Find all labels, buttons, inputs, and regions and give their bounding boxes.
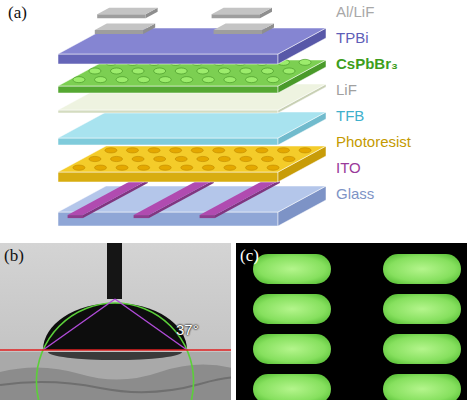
emitting-pixel	[253, 334, 331, 364]
pixel-well	[181, 165, 193, 170]
layer-label: TPBi	[336, 30, 369, 47]
pixel-well	[213, 148, 225, 153]
pixel-well	[73, 165, 85, 170]
perovskite-layer	[58, 59, 326, 93]
pixel-well	[132, 68, 144, 74]
panel-label: (a)	[8, 4, 27, 23]
pixel-well	[111, 68, 123, 74]
tfb-layer	[58, 112, 326, 145]
pixel-well	[111, 156, 123, 161]
pixel-well	[170, 148, 182, 153]
layer-label: CsPbBr₃	[336, 56, 398, 73]
pixel-well	[175, 68, 187, 74]
pixel-well	[218, 156, 230, 161]
tpbi-layer	[58, 28, 326, 64]
pixel-well	[159, 165, 171, 170]
layer-label: Photoresist	[336, 134, 411, 151]
pixel-well	[267, 77, 279, 83]
layer-label: TFB	[336, 108, 364, 125]
pixel-well	[132, 156, 144, 161]
emitting-pixel	[383, 294, 461, 324]
pixel-well	[218, 68, 230, 74]
pixel-well	[299, 148, 311, 153]
cathode-bar	[214, 23, 274, 34]
pixel-well	[277, 148, 289, 153]
pixel-well	[181, 77, 193, 83]
pattern-photo	[236, 243, 467, 400]
ito-strip	[200, 180, 280, 218]
pixel-well	[138, 165, 150, 170]
pixel-well	[224, 77, 236, 83]
pixel-well	[202, 165, 214, 170]
pixel-well	[283, 68, 295, 74]
pixel-well	[245, 165, 257, 170]
angle-value: 37°	[176, 322, 199, 339]
pixel-well	[95, 165, 107, 170]
pixel-well	[138, 77, 150, 83]
pixel-well	[175, 156, 187, 161]
photoresist-layer	[58, 146, 326, 182]
pixel-well	[299, 59, 311, 65]
pixel-well	[256, 148, 268, 153]
emitting-pixel	[253, 374, 331, 400]
pixel-well	[105, 148, 117, 153]
emitting-pixel	[383, 334, 461, 364]
pixel-well	[197, 156, 209, 161]
pixel-well	[95, 77, 107, 83]
ito-strip	[134, 180, 214, 218]
layer-label: Al/LiF	[336, 4, 374, 21]
pixel-well	[154, 156, 166, 161]
pixel-well	[267, 165, 279, 170]
panel-label: (c)	[240, 247, 259, 266]
pixel-well	[261, 68, 273, 74]
cathode-bar	[97, 8, 157, 18]
pixel-well	[240, 68, 252, 74]
pixel-well	[127, 148, 139, 153]
pixel-well	[245, 77, 257, 83]
pixel-well	[89, 68, 101, 74]
layer-label: ITO	[336, 160, 361, 177]
pixel-well	[116, 165, 128, 170]
emitting-pixel	[383, 254, 461, 284]
cathode-bar	[95, 23, 155, 34]
emitting-pixel	[253, 294, 331, 324]
pixel-well	[197, 68, 209, 74]
pixel-well	[202, 77, 214, 83]
pixel-well	[191, 148, 203, 153]
contact-angle-photo	[0, 243, 231, 400]
pixel-well	[73, 77, 85, 83]
pixel-well	[240, 156, 252, 161]
pixel-well	[89, 156, 101, 161]
layer-label: Glass	[336, 186, 374, 203]
pixel-well	[234, 148, 246, 153]
pixel-well	[261, 156, 273, 161]
emitting-pixel	[253, 254, 331, 284]
pixel-well	[159, 77, 171, 83]
emitting-pixel	[383, 374, 461, 400]
layer-stack	[58, 8, 326, 226]
cathode-bar	[212, 8, 272, 18]
pixel-well	[116, 77, 128, 83]
ito-strip	[68, 180, 148, 218]
pixel-well	[283, 156, 295, 161]
panel-label: (b)	[4, 247, 24, 266]
pixel-well	[148, 148, 160, 153]
pixel-well	[154, 68, 166, 74]
layer-label: LiF	[336, 82, 357, 99]
pixel-well	[224, 165, 236, 170]
